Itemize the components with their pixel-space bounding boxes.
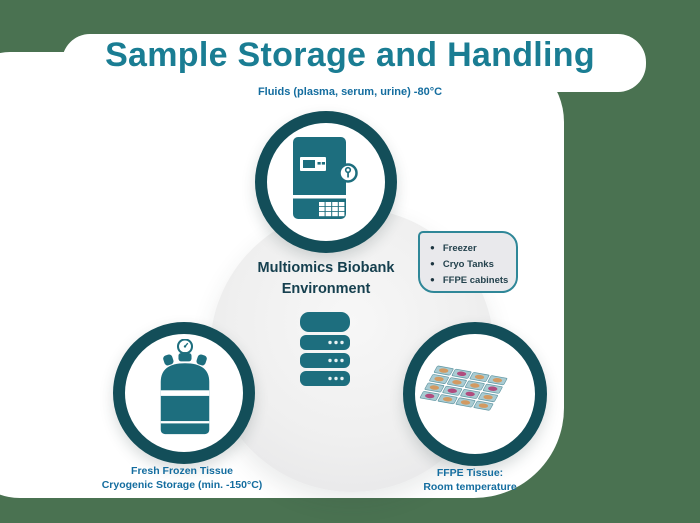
page-title: Sample Storage and Handling [105,36,595,74]
ffpe-caption-line2: Room temperature [423,481,517,493]
legend-item-label: FFPE cabinets [442,274,509,286]
freezer-icon [293,137,358,219]
center-label-line2: Environment [281,281,371,297]
ffpe-caption-line1: FFPE Tissue: [436,467,504,479]
ffpe-slides-icon [419,365,508,411]
center-label-line1: Multiomics Biobank [257,260,395,276]
legend-item-ffpe-cabinets: ● FFPE cabinets [430,272,512,288]
cryo-tank-icon [160,339,210,435]
bullet-icon: ● [430,243,435,252]
legend-item-label: Cryo Tanks [442,258,494,270]
ffpe-slides-circle [403,322,547,466]
fresh-frozen-caption: Fresh Frozen Tissue Cryogenic Storage (m… [62,464,302,492]
bullet-icon: ● [430,275,435,284]
legend-item-freezer: ● Freezer [430,240,512,256]
fresh-frozen-caption-line1: Fresh Frozen Tissue [131,465,233,477]
center-environment-label: Multiomics Biobank Environment [184,258,468,300]
legend-item-label: Freezer [442,242,477,254]
freezer-circle [255,111,397,253]
storage-legend-box: ● Freezer ● Cryo Tanks ● FFPE cabinets [418,231,518,293]
fresh-frozen-caption-line2: Cryogenic Storage (min. -150°C) [101,479,263,491]
cryo-tank-circle [113,322,255,464]
bullet-icon: ● [430,259,435,268]
fluids-caption: Fluids (plasma, serum, urine) -80°C [257,86,443,98]
ffpe-caption: FFPE Tissue: Room temperature [350,466,590,494]
database-icon [300,312,350,386]
legend-item-cryo-tanks: ● Cryo Tanks [430,256,512,272]
